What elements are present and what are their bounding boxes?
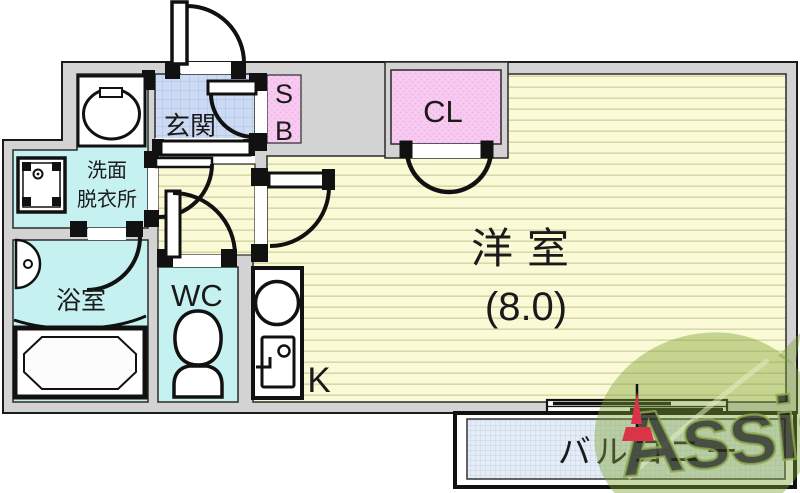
kitchen-sink-icon <box>253 279 301 327</box>
shoebox-label-top: S <box>275 79 293 109</box>
western-room-label: 洋室 <box>471 225 583 272</box>
logo-mark-icon <box>622 384 654 441</box>
doors <box>86 0 335 292</box>
bathtub-icon <box>12 325 148 400</box>
bathroom-label: 浴室 <box>56 287 106 315</box>
main-room-door-icon <box>267 169 335 248</box>
bathroom-door-arc <box>86 236 142 292</box>
washroom-label-line2: 脱衣所 <box>77 188 137 211</box>
hall-door-leaf <box>154 156 214 169</box>
wc-door-icon <box>164 189 237 259</box>
shoebox-label-bottom: B <box>275 116 293 146</box>
logo-leaf-tip <box>778 333 800 366</box>
wc-label: WC <box>171 278 223 313</box>
bathroom-fixtures <box>12 238 148 400</box>
logo-leaf-vein <box>626 358 770 480</box>
vanity-sink-icon <box>76 74 147 148</box>
room-labels: 玄関 S B CL 洗面 脱衣所 浴室 WC K 洋室 (8.0) バルコニー <box>56 79 738 470</box>
washing-machine-pan-icon <box>16 156 67 214</box>
watermark-logo: Assist <box>594 332 800 493</box>
logo-leaf-icon <box>594 332 800 493</box>
shoe-box <box>266 74 302 144</box>
kitchen-label: K <box>307 361 330 400</box>
genkan-door-icon <box>206 79 258 139</box>
washroom-label-line1: 洗面 <box>87 159 127 182</box>
balcony <box>453 411 797 489</box>
entrance-door-icon <box>170 0 246 66</box>
doorway-openings <box>88 62 267 267</box>
western-room-size: (8.0) <box>485 285 567 329</box>
closet-double-doors-icon <box>399 140 494 195</box>
genkan-step-edge <box>159 139 252 157</box>
stove-icon <box>260 335 296 389</box>
kitchen-unit-icon <box>251 266 304 400</box>
genkan-label: 玄関 <box>164 111 216 141</box>
toilet-icon <box>172 309 224 399</box>
closet-label: CL <box>423 94 463 129</box>
closet-block <box>384 61 509 195</box>
